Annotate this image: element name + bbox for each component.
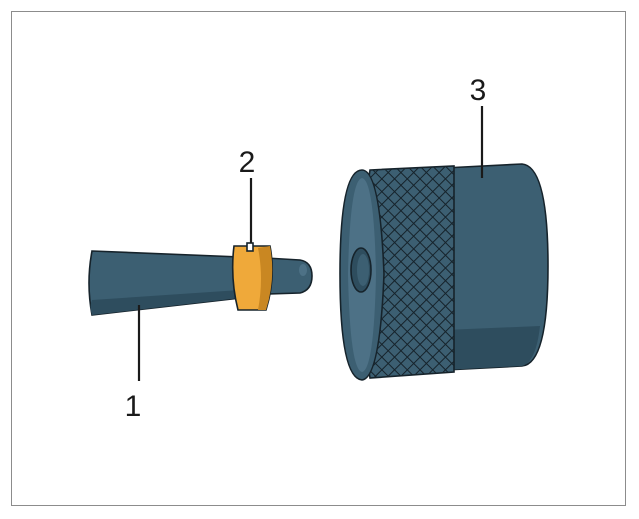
callout-2: 2 [239,146,256,243]
part-2-orange-ring [231,242,274,311]
callout-label-1: 1 [125,390,142,423]
callout-1: 1 [125,305,142,423]
ring-notch [246,242,254,252]
callout-label-2: 2 [239,146,256,179]
nut-smooth-sleeve [443,163,549,371]
callout-3: 3 [470,74,487,178]
nut-bore-inner [357,254,369,286]
callout-label-3: 3 [470,74,487,107]
nut-sleeve-shade [444,326,540,370]
pin-body-shadow [90,290,240,315]
part-1-tapered-pin [88,250,313,316]
pin-tip-highlight [299,264,307,276]
part-3-knurled-nut [339,163,549,381]
ring-band-shade [258,246,273,310]
